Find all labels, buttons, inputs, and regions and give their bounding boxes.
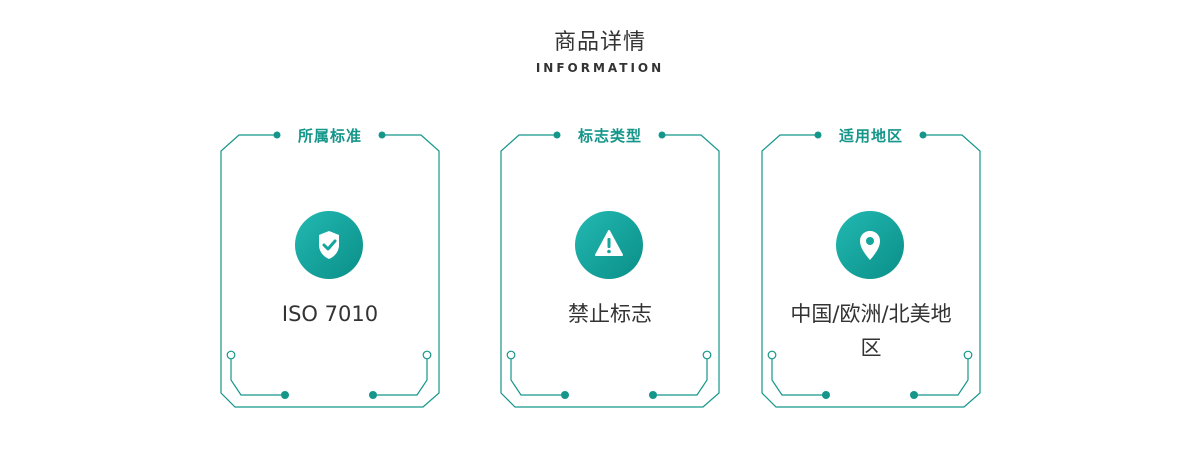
card-value: 中国/欧洲/北美地区	[790, 302, 952, 360]
card-frame	[761, 131, 981, 408]
section-subtitle: INFORMATION	[535, 61, 665, 75]
card-frame	[500, 131, 720, 408]
card-label: 标志类型	[499, 125, 721, 146]
region-card: 适用地区 中国/欧洲/北美地区	[760, 125, 982, 410]
card-value: 禁止标志	[568, 302, 652, 326]
card-label: 所属标准	[219, 125, 441, 146]
standard-card: 所属标准 ISO 7010	[219, 125, 441, 410]
location-pin-icon	[836, 211, 904, 279]
card-value: ISO 7010	[281, 302, 379, 326]
sign-type-card: 标志类型 禁止标志	[499, 125, 721, 410]
card-label-text: 适用地区	[838, 127, 903, 145]
warning-triangle-icon	[575, 211, 643, 279]
shield-check-icon	[295, 211, 363, 279]
card-frame	[220, 131, 440, 408]
section-title: 商品详情	[553, 30, 646, 55]
card-label-text: 标志类型	[577, 127, 642, 145]
card-label: 适用地区	[760, 125, 982, 146]
card-label-text: 所属标准	[297, 127, 362, 145]
